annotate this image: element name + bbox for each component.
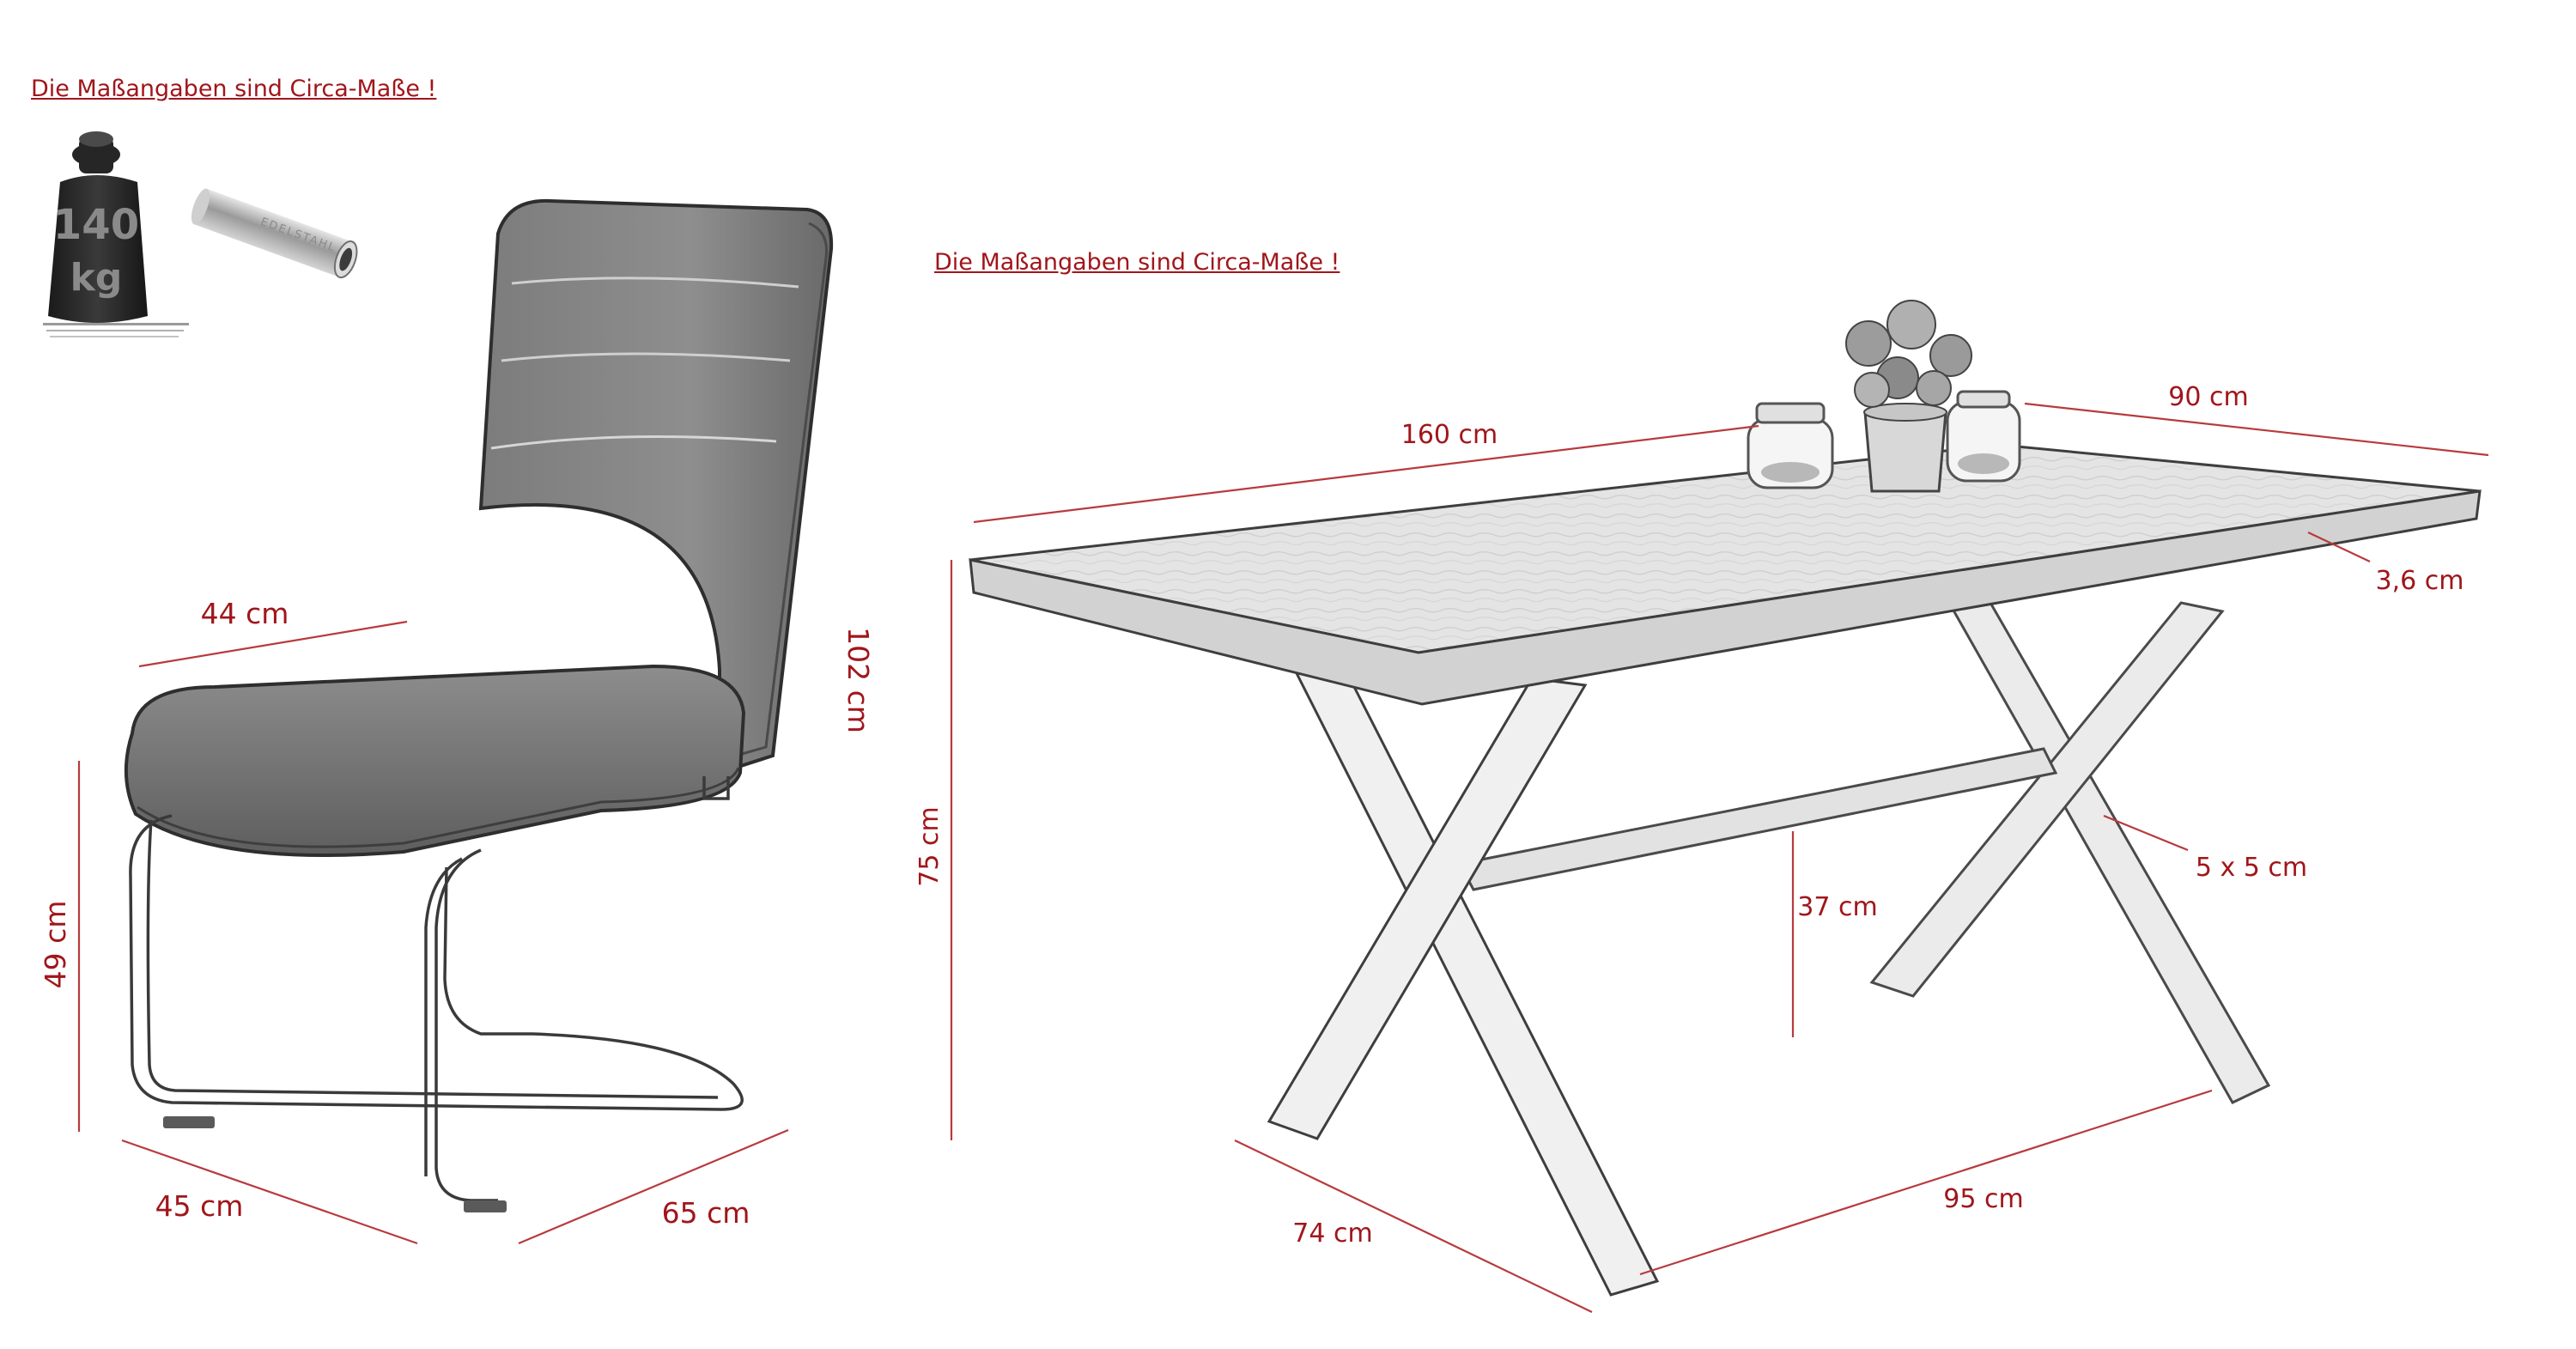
table-leg-depth-label: 74 cm — [1292, 1218, 1372, 1249]
table-front-leg — [1267, 671, 1660, 1297]
jar-right-icon — [1946, 390, 2021, 483]
chair-sketch — [124, 198, 834, 1212]
table-dimension-lines — [950, 402, 2489, 1313]
chair-backrest — [478, 198, 834, 775]
table-leg-section-label: 5 x 5 cm — [2196, 853, 2307, 883]
table-sketch — [969, 300, 2482, 1297]
chair-dimension-note: Die Maßangaben sind Circa-Maße ! — [31, 76, 437, 102]
chair-seat — [124, 664, 746, 858]
weight-capacity-badge: 140 kg — [43, 131, 189, 337]
chair-dimension-lines — [77, 620, 789, 1245]
table-dimension-note: Die Maßangaben sind Circa-Maße ! — [934, 249, 1340, 276]
table-height-label: 75 cm — [914, 806, 945, 886]
table-back-leg — [1869, 601, 2271, 1104]
chair-frame — [129, 776, 744, 1202]
weight-unit: kg — [70, 256, 123, 300]
chair-base-width-label: 45 cm — [155, 1189, 244, 1223]
table-crossbar-height-label: 37 cm — [1797, 892, 1877, 922]
table-length-label: 160 cm — [1401, 420, 1498, 450]
table-top-thickness-label: 3,6 cm — [2376, 566, 2464, 596]
chair-seat-width-label: 44 cm — [201, 597, 289, 630]
table-leg-span-label: 95 cm — [1943, 1184, 2023, 1214]
stainless-tube-icon: EDELSTAHL — [191, 188, 358, 279]
table-width-label: 90 cm — [2168, 382, 2248, 412]
jar-left-icon — [1747, 402, 1834, 489]
chair-height-label: 102 cm — [841, 627, 875, 733]
chair-seat-height-label: 49 cm — [39, 901, 72, 989]
weight-number: 140 — [53, 201, 139, 249]
chair-depth-label: 65 cm — [662, 1196, 750, 1230]
table-top-edge — [969, 489, 2482, 706]
flower-pot-icon — [1845, 300, 1972, 493]
